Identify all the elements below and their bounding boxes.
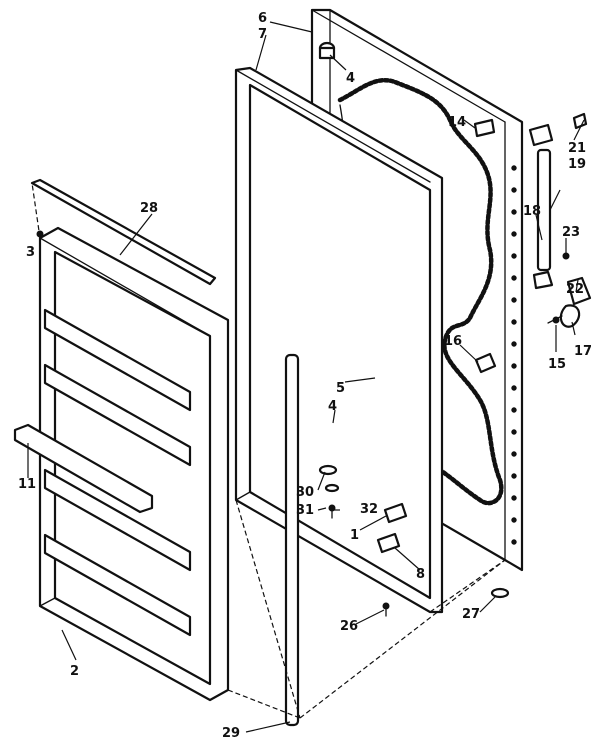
screw-26 (382, 602, 390, 617)
label-2: 2 (70, 664, 79, 679)
spacer-16 (474, 352, 497, 374)
label-21: 21 (568, 141, 586, 156)
label-19: 19 (568, 157, 586, 172)
door-shelf-bar (13, 423, 154, 514)
label-5: 5 (336, 381, 345, 396)
label-8: 8 (416, 567, 425, 582)
label-27: 27 (462, 607, 480, 622)
label-22: 22 (566, 282, 584, 297)
hinge-cup-top (318, 41, 336, 60)
label-1: 1 (350, 528, 359, 543)
leader-lines (27, 21, 585, 733)
cam-1 (383, 502, 408, 524)
washer-31 (324, 483, 340, 493)
label-29: 29 (222, 726, 240, 741)
label-23: 23 (562, 225, 580, 240)
label-31: 31 (296, 503, 314, 518)
label-16: 16 (444, 334, 462, 349)
screw-15 (547, 315, 563, 324)
label-6: 6 (258, 11, 267, 26)
label-26: 26 (340, 619, 358, 634)
label-3: 3 (26, 245, 35, 260)
hinge-bracket-22 (566, 276, 592, 306)
label-7: 7 (258, 27, 267, 42)
top-trim-strip (30, 178, 217, 286)
label-32: 32 (360, 502, 378, 517)
label-17: 17 (574, 344, 592, 359)
screw-23 (562, 252, 570, 260)
hinge-bracket-17 (559, 304, 581, 328)
projection-lines (31, 182, 506, 719)
label-18: 18 (523, 204, 541, 219)
label-4-top: 4 (346, 71, 355, 86)
bracket-14 (473, 118, 496, 138)
cam-8 (376, 532, 401, 554)
washer-30 (318, 464, 338, 476)
label-30: 30 (296, 485, 314, 500)
foot-27 (490, 587, 510, 599)
label-14: 14 (448, 115, 466, 130)
label-11: 11 (18, 477, 36, 492)
hinge-holes (511, 165, 517, 545)
label-28: 28 (140, 201, 158, 216)
door-liner (38, 226, 230, 702)
part-labels: 6 7 4 14 21 19 18 23 22 28 3 16 17 15 5 … (18, 11, 592, 741)
label-15: 15 (548, 357, 566, 372)
door-handle-bar (284, 353, 300, 727)
label-4-bottom: 4 (328, 399, 337, 414)
